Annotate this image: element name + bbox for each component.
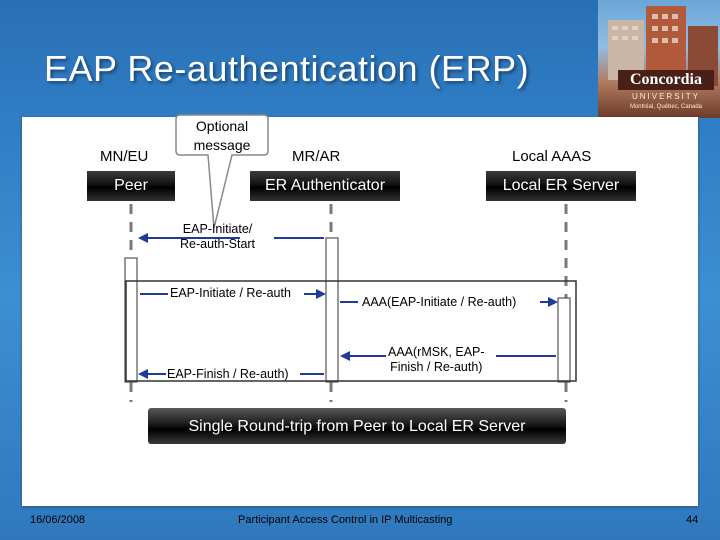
entity-name-mn-eu: MN/EU: [100, 148, 149, 165]
university-logo: Concordia UNIVERSITY Montréal, Québec, C…: [598, 0, 720, 118]
logo-location: Montréal, Québec, Canada: [629, 104, 703, 110]
logo-subtitle: UNIVERSITY: [631, 92, 700, 101]
callout-text: Optional message: [193, 118, 251, 153]
footer-title: Participant Access Control in IP Multica…: [238, 514, 453, 526]
label-initiate: EAP-Initiate / Re-auth: [170, 286, 291, 300]
lifelines: [129, 204, 568, 402]
entity-name-mr-ar: MR/AR: [292, 148, 341, 165]
role-peer: Peer: [87, 171, 175, 201]
slide-title: EAP Re-authentication (ERP): [44, 48, 530, 89]
label-finish: EAP-Finish / Re-auth): [167, 367, 289, 381]
role-local-er-server: Local ER Server: [486, 171, 636, 201]
activation-authenticator: [325, 237, 339, 383]
label-aaa-initiate: AAA(EAP-Initiate / Re-auth): [362, 295, 517, 309]
activation-server: [557, 297, 571, 383]
round-trip-box: [125, 280, 577, 382]
callout-bubble: [175, 114, 269, 229]
label-aaa-finish: AAA(rMSK, EAP- Finish / Re-auth): [388, 345, 485, 374]
activation-peer: [124, 257, 138, 383]
page-number: 44: [686, 514, 699, 526]
round-trip-banner: Single Round-trip from Peer to Local ER …: [148, 408, 566, 444]
label-initiate-start: EAP-Initiate/ Re-auth-Start: [180, 222, 256, 251]
entity-name-local-aaas: Local AAAS: [512, 148, 592, 165]
logo-name: Concordia: [618, 70, 714, 90]
footer-date: 16/06/2008: [30, 514, 86, 526]
role-er-authenticator: ER Authenticator: [250, 171, 400, 201]
